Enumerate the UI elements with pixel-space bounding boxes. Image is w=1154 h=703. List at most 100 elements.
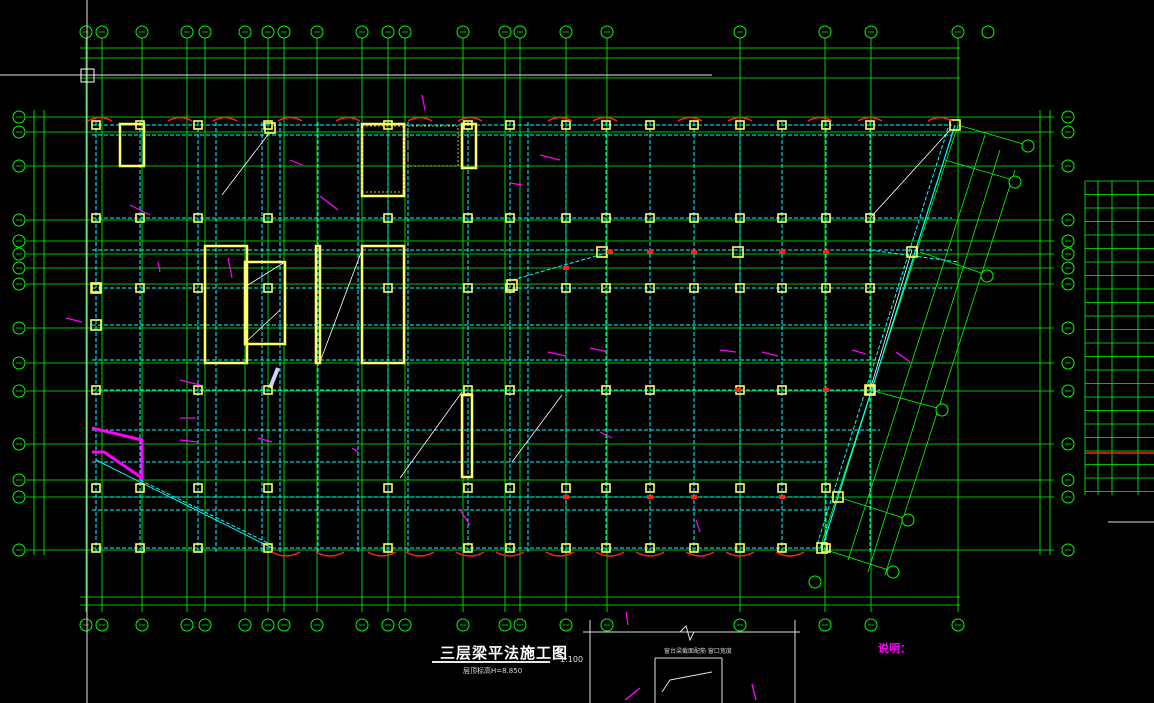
column: [91, 213, 101, 223]
axis-bubble-diagonal: [808, 575, 822, 589]
window-mark: [823, 250, 829, 254]
column: [865, 213, 875, 223]
title-underline: [432, 661, 550, 663]
column: [264, 122, 276, 134]
column: [135, 213, 145, 223]
window-arc: [592, 116, 618, 122]
column: [263, 213, 273, 223]
column: [689, 483, 699, 493]
axis-bubbles: [12, 25, 1075, 632]
drawing-scale: 1:100: [560, 655, 584, 664]
window-arc: [87, 116, 113, 122]
column: [463, 483, 473, 493]
grid-line-diagonal: [884, 169, 1016, 576]
annotation-line: [221, 131, 271, 196]
column: [135, 483, 145, 493]
column: [463, 283, 473, 293]
beam-line-skew: [511, 251, 611, 281]
detail-box: [583, 620, 800, 703]
column: [735, 213, 745, 223]
window-arc: [455, 551, 485, 557]
dimension-tick: [719, 349, 737, 353]
dimension-tick: [761, 351, 779, 357]
column: [263, 483, 273, 493]
axis-bubble-diagonal: [1021, 139, 1035, 153]
magenta-wall: [91, 426, 144, 481]
column: [135, 283, 145, 293]
window-mark: [607, 250, 613, 254]
window-arc: [927, 116, 953, 122]
window-arc: [545, 551, 575, 557]
column: [263, 283, 273, 293]
window-mark: [779, 250, 785, 254]
column: [193, 283, 203, 293]
window-arc: [167, 116, 193, 122]
grid-line-diagonal-cross: [957, 124, 1031, 147]
column: [601, 213, 611, 223]
window-arc: [367, 551, 397, 557]
axis-bubble-diagonal: [935, 403, 949, 417]
dimension-tick: [895, 351, 911, 363]
column: [91, 385, 101, 395]
column: [645, 483, 655, 493]
column: [91, 543, 101, 553]
column: [505, 283, 515, 293]
window-arc: [685, 551, 715, 557]
column: [821, 483, 831, 493]
annotation-line: [511, 394, 563, 463]
column: [383, 483, 393, 493]
column: [732, 246, 744, 258]
column: [777, 483, 787, 493]
dimension-tick: [509, 182, 523, 186]
dimension-tick: [624, 687, 641, 701]
column: [463, 213, 473, 223]
dimension-tick: [459, 509, 471, 526]
dimension-tick: [695, 519, 701, 533]
window-arc: [495, 551, 525, 557]
annotation-line: [399, 391, 463, 479]
hatched-shaft: [407, 125, 459, 167]
dimension-tick: [751, 683, 757, 701]
column: [463, 120, 473, 130]
column: [383, 283, 393, 293]
column: [645, 120, 655, 130]
window-arc: [857, 116, 883, 122]
window-mark: [779, 495, 785, 499]
grid-line-diagonal-cross: [944, 159, 1021, 183]
column: [383, 120, 393, 130]
column: [777, 120, 787, 130]
blue-stair-mark: [268, 367, 280, 389]
detail-label: 窗台梁截面配筋 窗口宽度: [664, 648, 732, 655]
column: [383, 543, 393, 553]
column: [263, 543, 273, 553]
core-wall: [460, 122, 478, 170]
column: [505, 120, 515, 130]
column: [263, 120, 273, 130]
crosshair-cursor-icon: [80, 0, 95, 703]
window-arc: [277, 116, 303, 122]
window-mark: [735, 388, 741, 392]
dimension-tick: [65, 317, 83, 323]
core-walls: [91, 122, 478, 481]
grid-line-diagonal: [847, 134, 986, 561]
annotation-line: [869, 129, 951, 219]
column: [777, 385, 787, 395]
elevation-note: 层顶标高H=8.850: [463, 667, 523, 675]
column: [561, 283, 571, 293]
hatched-shaft: [361, 125, 405, 193]
column: [193, 385, 203, 395]
window-arc: [635, 551, 665, 557]
beam-line-diagonal: [821, 124, 956, 549]
window-arc: [725, 551, 755, 557]
column: [821, 213, 831, 223]
grid-line-diagonal-cross: [869, 389, 946, 411]
window-arc: [212, 116, 238, 122]
window-mark: [647, 250, 653, 254]
beam-lines: [92, 122, 959, 552]
dimension-tick: [129, 204, 151, 216]
window-openings: [87, 116, 953, 557]
window-arc: [547, 116, 573, 122]
grid-line-diagonal-cross: [837, 496, 911, 521]
column: [193, 483, 203, 493]
